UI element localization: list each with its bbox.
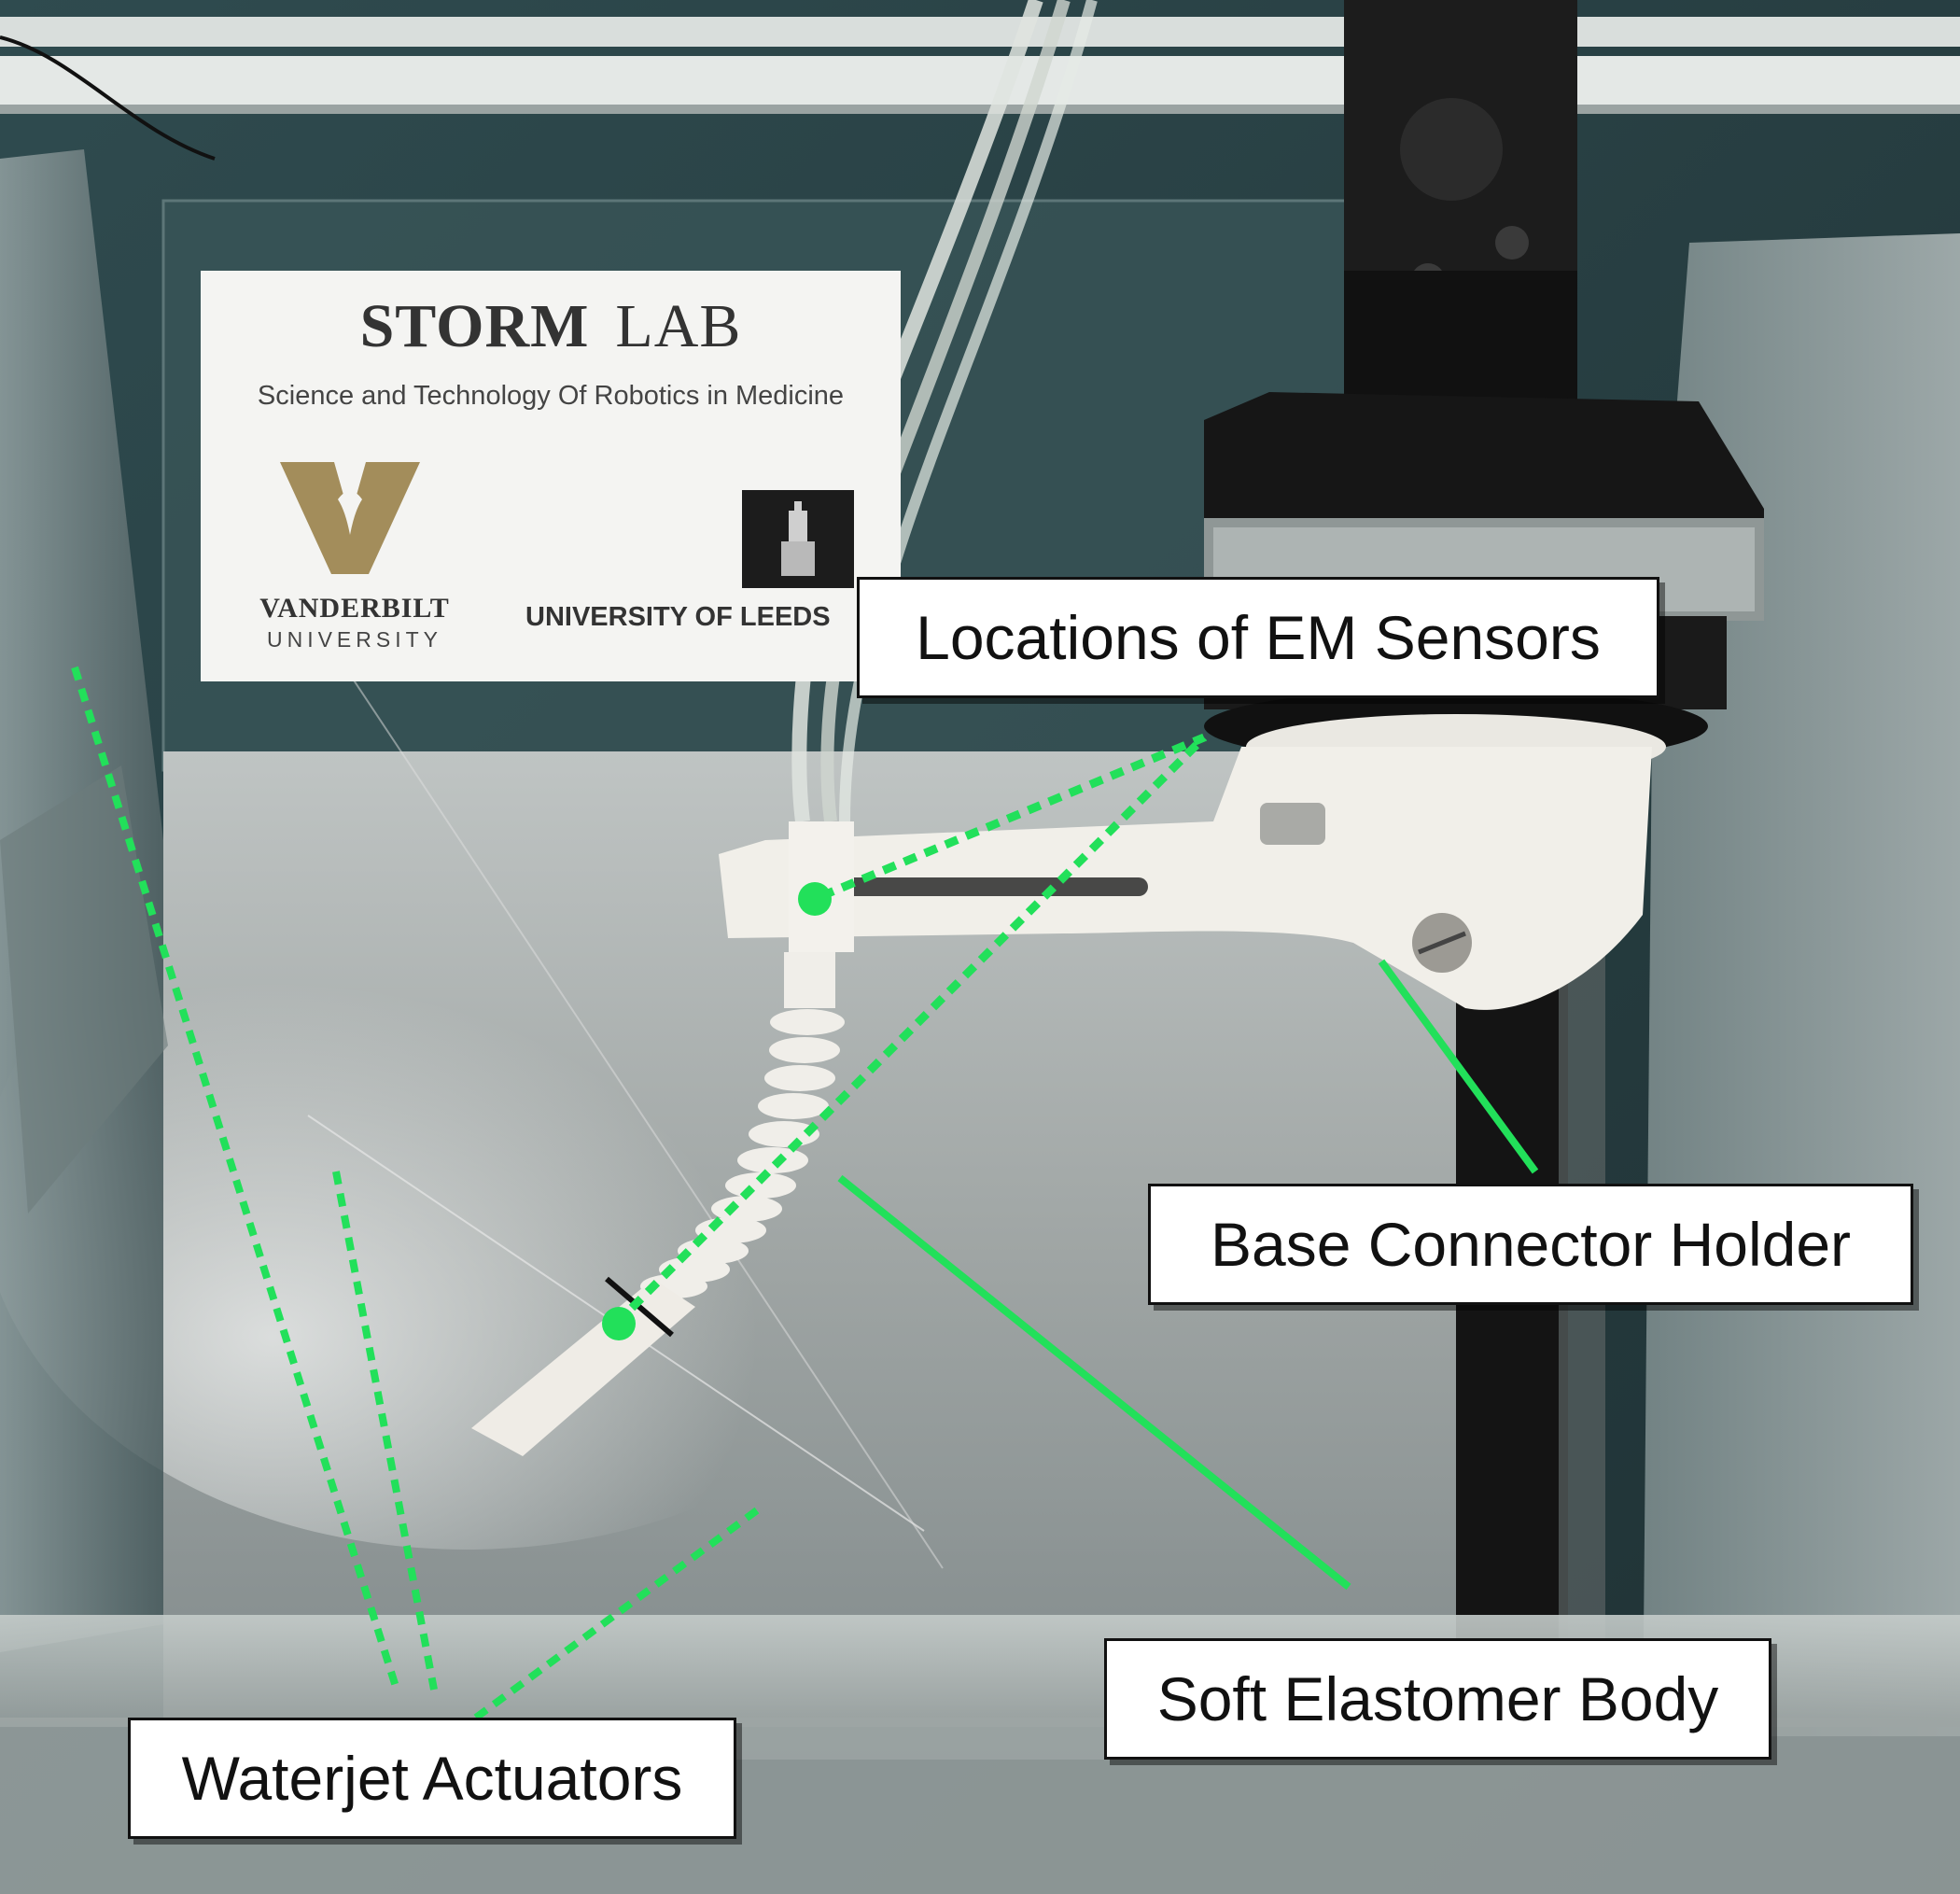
callout-em-sensors: Locations of EM Sensors: [857, 577, 1659, 698]
base-holder-pointer-line: [1378, 959, 1539, 1174]
callout-soft-elastomer-body: Soft Elastomer Body: [1104, 1638, 1771, 1760]
em-sensor-marker-distal: [602, 1307, 636, 1340]
leeds-logo-icon: [742, 490, 854, 588]
waterjet-pointer-lines: [71, 666, 763, 1721]
callout-base-connector-holder: Base Connector Holder: [1148, 1184, 1913, 1305]
vanderbilt-name: VANDERBILT: [259, 593, 450, 624]
em-sensor-pointer-lines: [612, 733, 1208, 1327]
storm-lab-sign: STORM LAB Science and Technology Of Robot…: [201, 271, 901, 681]
sign-subtitle: Science and Technology Of Robotics in Me…: [257, 381, 845, 411]
soft-body-pointer-line: [837, 1174, 1351, 1591]
leeds-name: UNIVERSITY OF LEEDS: [525, 602, 831, 632]
em-sensor-marker-proximal: [798, 882, 832, 916]
callout-waterjet-actuators: Waterjet Actuators: [128, 1718, 736, 1839]
sign-title-lab: LAB: [615, 292, 742, 360]
sign-title: STORM LAB: [201, 291, 901, 362]
vanderbilt-logo-icon: [280, 462, 420, 574]
vanderbilt-sub: UNIVERSITY: [266, 627, 443, 652]
sign-title-storm: STORM: [359, 292, 590, 360]
